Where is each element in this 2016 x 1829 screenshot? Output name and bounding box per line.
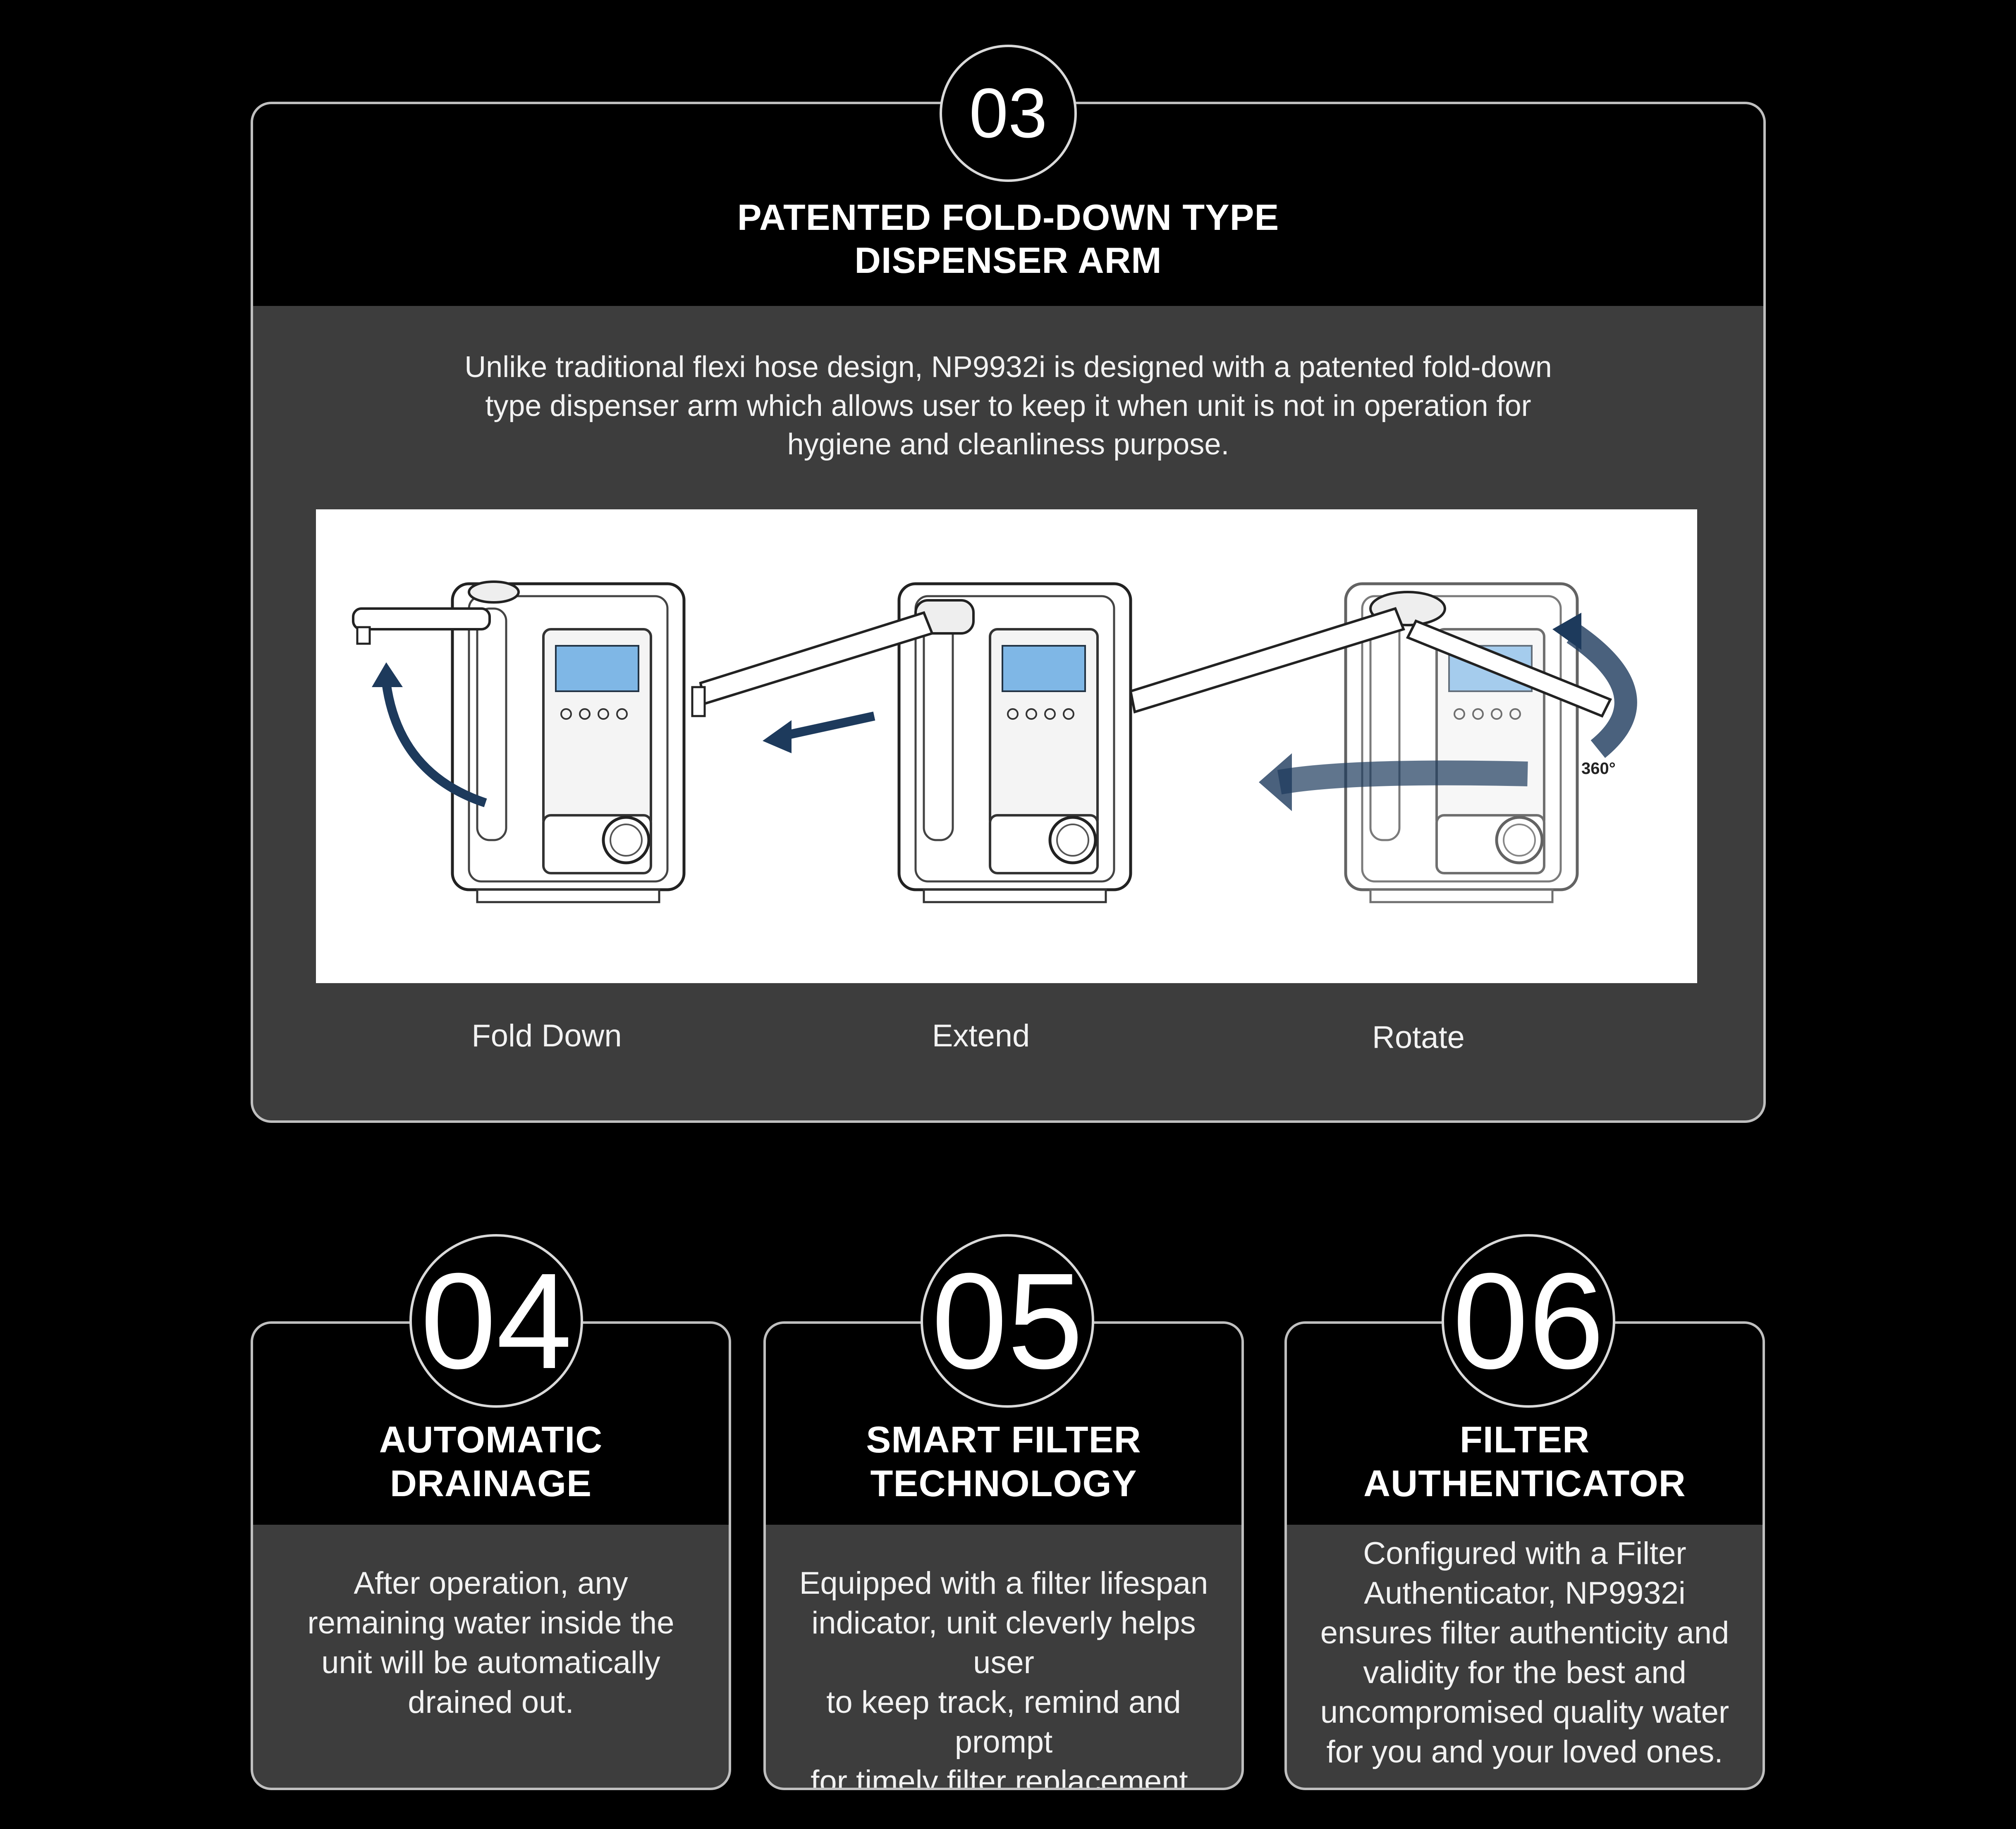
card-description: Equipped with a filter lifespan indicato…: [778, 1564, 1229, 1790]
card-title-line: AUTHENTICATOR: [1363, 1463, 1686, 1505]
extend-arrow: [778, 712, 875, 741]
dispenser-illustration: 360°: [352, 580, 1637, 983]
card-title: SMART FILTER TECHNOLOGY: [766, 1418, 1241, 1506]
description-line: hygiene and cleanliness purpose.: [787, 428, 1229, 461]
card-title-line: TECHNOLOGY: [870, 1463, 1137, 1505]
description-line: uncompromised quality water: [1320, 1695, 1729, 1730]
description-line: unit will be automatically: [321, 1645, 660, 1680]
card-title-line: PATENTED FOLD-DOWN TYPE: [737, 197, 1279, 238]
card-title-line: SMART FILTER: [866, 1419, 1141, 1461]
description-line: for timely filter replacement.: [811, 1764, 1197, 1790]
description-line: Equipped with a filter lifespan: [799, 1566, 1208, 1601]
description-line: type dispenser arm which allows user to …: [485, 389, 1531, 423]
illustration-panel: 360°: [316, 509, 1697, 983]
description-line: indicator, unit cleverly helps user: [811, 1605, 1196, 1680]
caption-extend: Extend: [932, 1018, 1030, 1053]
card-description: Unlike traditional flexi hose design, NP…: [336, 348, 1681, 464]
caption-rotate: Rotate: [1372, 1020, 1465, 1055]
card-title: AUTOMATIC DRAINAGE: [253, 1418, 729, 1506]
card-description: Configured with a Filter Authenticator, …: [1299, 1534, 1750, 1772]
feature-number-04: 04: [409, 1234, 583, 1408]
feature-number-06: 06: [1442, 1234, 1615, 1408]
rotate-arrow-up: [1566, 624, 1637, 758]
card-title: FILTER AUTHENTICATOR: [1287, 1418, 1763, 1506]
card-title-line: DRAINAGE: [390, 1463, 592, 1505]
card-description: After operation, any remaining water ins…: [270, 1564, 712, 1722]
description-line: Authenticator, NP9932i: [1364, 1576, 1686, 1611]
fold-down-arrow: [382, 682, 487, 807]
card-title: PATENTED FOLD-DOWN TYPE DISPENSER ARM: [253, 196, 1763, 282]
description-line: drained out.: [408, 1685, 574, 1720]
caption-fold-down: Fold Down: [471, 1018, 622, 1053]
description-line: Unlike traditional flexi hose design, NP…: [464, 351, 1552, 384]
description-line: After operation, any: [354, 1566, 628, 1601]
rotate-unit: [1129, 584, 1612, 902]
description-line: ensures filter authenticity and: [1320, 1615, 1729, 1650]
description-line: to keep track, remind and prompt: [826, 1685, 1181, 1760]
card-title-line: DISPENSER ARM: [854, 239, 1162, 281]
feature-card-05: SMART FILTER TECHNOLOGY Equipped with a …: [763, 1321, 1244, 1790]
fold-down-unit: [352, 580, 684, 902]
description-line: for you and your loved ones.: [1326, 1734, 1723, 1769]
description-line: Configured with a Filter: [1363, 1536, 1686, 1571]
extend-unit: [691, 584, 1131, 902]
description-line: remaining water inside the: [307, 1605, 674, 1640]
rotate-degree-label: 360°: [1581, 759, 1616, 778]
description-line: validity for the best and: [1363, 1655, 1686, 1690]
rotate-arrow-back: [1277, 760, 1528, 795]
card-title-line: FILTER: [1459, 1419, 1590, 1461]
card-title-line: AUTOMATIC: [379, 1419, 603, 1461]
feature-number-05: 05: [921, 1234, 1094, 1408]
feature-number-03: 03: [940, 45, 1077, 182]
feature-card-03: PATENTED FOLD-DOWN TYPE DISPENSER ARM Un…: [251, 102, 1766, 1123]
